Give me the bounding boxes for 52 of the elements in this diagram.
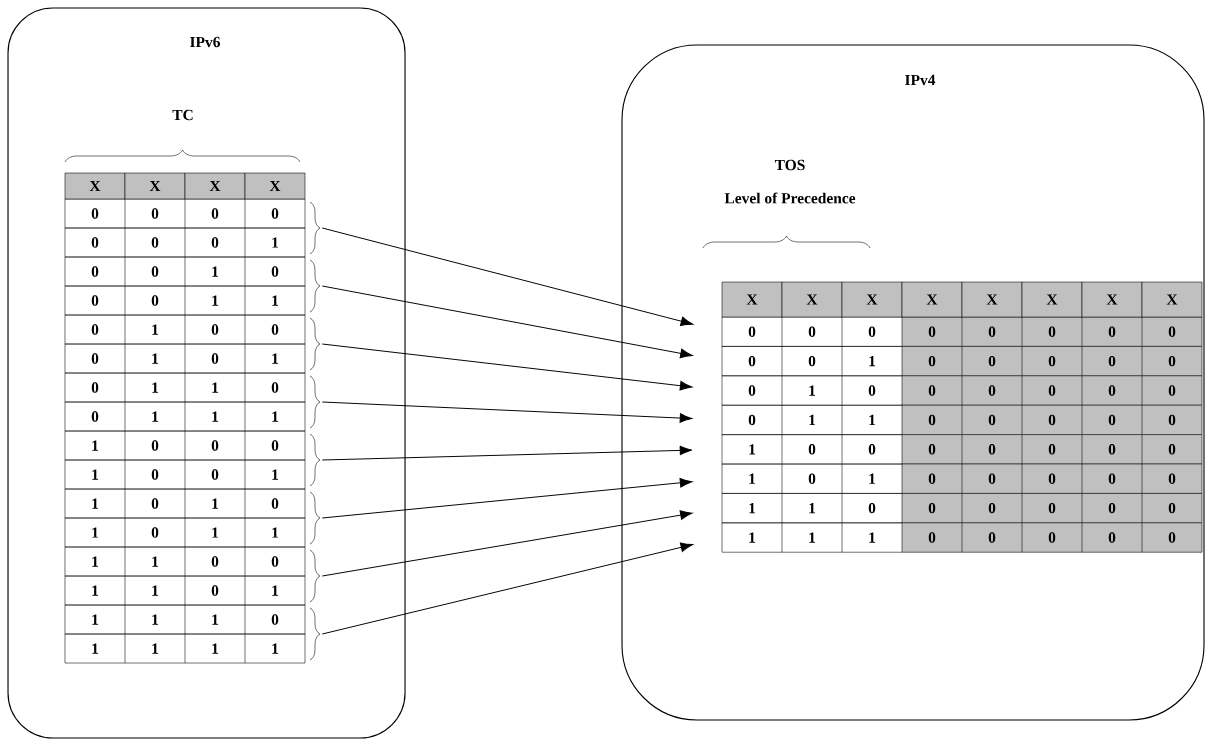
table-row: 0 1 0 0 bbox=[64, 314, 306, 345]
table-row: 1 0 0 0 bbox=[64, 430, 306, 461]
table-row: 1 1 1 0 0 0 0 0 bbox=[721, 522, 1203, 553]
table-row: 1 0 0 1 bbox=[64, 459, 306, 490]
header-cell: X bbox=[64, 172, 126, 200]
header-cell: X bbox=[1021, 281, 1083, 318]
table-row: 0 0 0 1 bbox=[64, 227, 306, 258]
table-row: 1 0 1 1 bbox=[64, 517, 306, 548]
arrow bbox=[321, 542, 693, 635]
header-cell: X bbox=[244, 172, 306, 200]
table-row: 0 1 1 0 bbox=[64, 372, 306, 403]
table-row: 1 1 0 1 bbox=[64, 575, 306, 606]
header-cell: X bbox=[1081, 281, 1143, 318]
table-row: 1 0 0 0 0 0 0 0 bbox=[721, 434, 1203, 465]
brace bbox=[309, 549, 321, 603]
heading: Level of Precedence bbox=[724, 192, 856, 204]
header-cell: X bbox=[184, 172, 246, 200]
arrow bbox=[321, 445, 693, 461]
table-row: 0 1 1 0 0 0 0 0 bbox=[721, 404, 1203, 435]
brace bbox=[309, 201, 321, 255]
table-row: 1 0 1 0 0 0 0 0 bbox=[721, 463, 1203, 494]
header-cell: X bbox=[721, 281, 783, 318]
arrow bbox=[321, 285, 693, 359]
header-cell: X bbox=[841, 281, 903, 318]
heading: TOS bbox=[774, 159, 805, 171]
brace bbox=[309, 433, 321, 487]
brace bbox=[309, 259, 321, 313]
brace bbox=[309, 375, 321, 429]
table-row: 1 1 0 0 bbox=[64, 546, 306, 577]
header-cell: X bbox=[961, 281, 1023, 318]
arrow bbox=[321, 510, 693, 577]
brace bbox=[309, 491, 321, 545]
table-row: 0 0 1 0 bbox=[64, 256, 306, 287]
header-cell: X bbox=[124, 172, 186, 200]
header-cell: X bbox=[781, 281, 843, 318]
arrow bbox=[321, 401, 693, 423]
header-cell: X bbox=[901, 281, 963, 318]
table-row: 0 1 1 1 bbox=[64, 401, 306, 432]
table-row: 0 0 1 1 bbox=[64, 285, 306, 316]
heading: TC bbox=[172, 109, 193, 121]
table-row: 1 1 1 0 bbox=[64, 604, 306, 635]
brace bbox=[309, 607, 321, 661]
table-row: 0 0 1 0 0 0 0 0 bbox=[721, 346, 1203, 377]
table-row: 0 1 0 0 0 0 0 0 bbox=[721, 375, 1203, 406]
table-row: 1 1 1 1 bbox=[64, 633, 306, 664]
table-row: 1 0 1 0 bbox=[64, 488, 306, 519]
header-cell: X bbox=[1141, 281, 1203, 318]
table-row: 0 0 0 0 0 0 0 0 bbox=[721, 316, 1203, 347]
table-row: 1 1 0 0 0 0 0 0 bbox=[721, 493, 1203, 524]
brace bbox=[309, 317, 321, 371]
arrow bbox=[321, 227, 694, 326]
table-row: 0 1 0 1 bbox=[64, 343, 306, 374]
